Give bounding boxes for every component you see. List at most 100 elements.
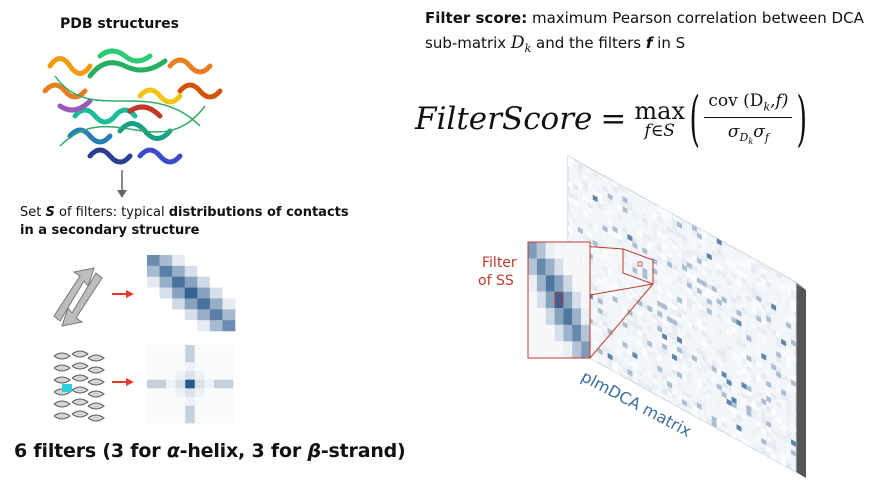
matrix-cell — [607, 282, 613, 291]
matrix-cell — [771, 383, 777, 392]
matrix-cell — [637, 354, 643, 363]
matrix-cell — [766, 395, 772, 404]
matrix-cell — [736, 379, 742, 387]
matrix-cell — [701, 324, 707, 333]
alpha-symbol: α — [166, 440, 180, 462]
matrix-cell — [706, 267, 712, 276]
matrix-cell — [761, 432, 767, 441]
matrix-cell — [701, 309, 707, 318]
matrix-cell — [756, 360, 762, 368]
helix-heatmap-cell — [185, 405, 196, 415]
matrix-cell — [731, 251, 737, 260]
filter-patch-cell — [563, 324, 573, 342]
matrix-cell — [677, 401, 682, 409]
matrix-cell — [691, 224, 697, 233]
formula-lhs: FilterScore — [415, 101, 593, 137]
matrix-cell — [696, 297, 702, 305]
filter-score-description: maximum Pearson correlation between DCA … — [425, 9, 864, 52]
matrix-cell — [751, 402, 757, 411]
matrix-cell — [711, 330, 717, 339]
beta-heatmap-cell — [159, 276, 173, 288]
matrix-cell — [667, 210, 673, 219]
matrix-cell — [672, 323, 678, 332]
matrix-cell — [672, 268, 678, 277]
matrix-cell — [686, 301, 692, 310]
matrix-cell — [677, 346, 682, 354]
matrix-cell — [786, 286, 792, 295]
matrix-cell — [637, 369, 643, 378]
matrix-cell — [706, 287, 712, 296]
matrix-cell — [568, 156, 573, 164]
matrix-cell — [766, 390, 772, 399]
matrix-cell — [741, 396, 747, 405]
matrix-cell — [652, 287, 658, 296]
matrix-cell — [721, 415, 727, 424]
filter-patch-cell — [554, 242, 564, 259]
matrix-cell — [632, 236, 638, 245]
matrix-cell — [721, 285, 727, 294]
helix-heatmap-cell — [147, 414, 157, 424]
helix-heatmap-cell — [175, 345, 186, 354]
filter-patch-cell — [563, 242, 573, 259]
helix-heatmap-cell — [175, 362, 186, 372]
matrix-cell — [592, 209, 598, 218]
helix-heatmap-cell — [156, 371, 167, 380]
matrix-cell — [741, 346, 747, 355]
matrix-cell — [776, 376, 782, 384]
matrix-cell — [667, 330, 673, 339]
matrix-cell — [761, 317, 767, 326]
matrix-cell — [568, 161, 573, 169]
matrix-cell — [622, 201, 628, 209]
heading-tail: and the filters — [531, 34, 646, 52]
matrix-cell — [771, 323, 777, 332]
matrix-cell — [568, 226, 573, 234]
matrix-cell — [637, 229, 643, 238]
matrix-cell — [716, 303, 722, 311]
matrix-cell — [716, 383, 722, 391]
helix-heatmap-cell — [194, 388, 205, 398]
helix-heatmap-cell — [175, 371, 186, 380]
matrix-cell — [657, 305, 663, 314]
matrix-cell — [751, 317, 757, 326]
matrix-cell — [632, 266, 638, 275]
matrix-cell — [682, 314, 687, 322]
matrix-cell — [736, 269, 742, 277]
helix-heatmap-cell — [204, 388, 215, 398]
matrix-cell — [607, 327, 613, 336]
matrix-cell — [686, 271, 692, 280]
matrix-cell — [781, 373, 787, 382]
matrix-cell — [672, 243, 678, 252]
matrix-cell — [701, 379, 707, 388]
matrix-cell — [706, 362, 712, 371]
matrix-cell — [642, 272, 648, 280]
matrix-cell — [701, 239, 707, 248]
matrix-cell — [701, 399, 707, 408]
matrix-cell — [677, 251, 682, 259]
helix-heatmap-cell — [185, 345, 196, 354]
helix-heatmap-cell — [194, 414, 205, 424]
matrix-cell — [607, 242, 613, 251]
filter-score-formula: FilterScore = max f∈S ( cov (Dk,f) σDkσf… — [415, 84, 807, 154]
filter-patch-cell — [554, 341, 564, 358]
helix-heatmap-cell — [194, 345, 205, 354]
matrix-cell — [776, 371, 782, 379]
matrix-cell — [582, 234, 588, 242]
matrix-cell — [657, 295, 663, 304]
matrix-cell — [612, 280, 618, 289]
matrix-cell — [726, 383, 732, 392]
matrix-cell — [622, 366, 628, 374]
matrix-cell — [696, 372, 702, 380]
matrix-cell — [741, 356, 747, 365]
matrix-cell — [751, 282, 757, 291]
matrix-cell — [677, 316, 682, 324]
matrix-cell — [672, 223, 678, 232]
matrix-cell — [716, 298, 722, 306]
matrix-cell — [667, 300, 673, 309]
beta-heatmap-cell — [209, 298, 223, 310]
formula-equals: = — [600, 101, 627, 137]
matrix-cell — [786, 316, 792, 325]
matrix-cell — [746, 329, 752, 338]
matrix-cell — [682, 299, 687, 307]
matrix-cell — [756, 395, 762, 403]
matrix-cell — [746, 334, 752, 343]
